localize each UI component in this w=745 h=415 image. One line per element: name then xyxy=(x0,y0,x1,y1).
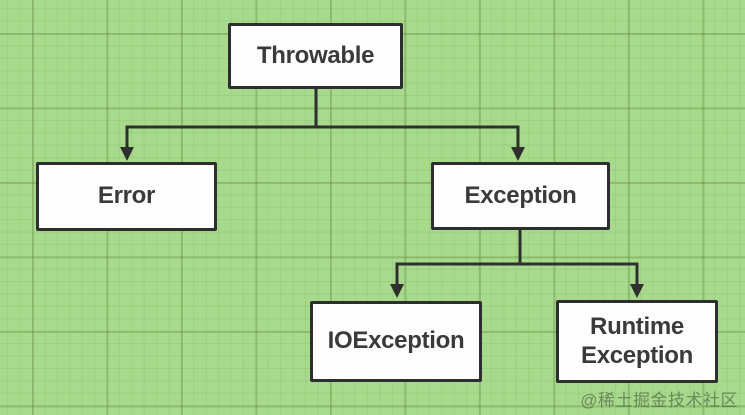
edge-exception-children xyxy=(395,230,639,285)
arrow-down-icon xyxy=(511,147,525,161)
node-runtime-exception: Runtime Exception xyxy=(556,300,718,383)
arrow-down-icon xyxy=(120,147,134,161)
node-ioexception: IOException xyxy=(310,301,482,382)
node-label: Throwable xyxy=(256,41,375,69)
node-exception: Exception xyxy=(431,162,610,230)
node-label: IOException xyxy=(327,327,465,355)
node-label: Runtime Exception xyxy=(581,313,693,369)
node-label: Exception xyxy=(464,181,577,209)
watermark: @稀土掘金技术社区 xyxy=(580,391,738,410)
arrow-down-icon xyxy=(390,284,404,298)
node-error: Error xyxy=(36,162,217,231)
node-throwable: Throwable xyxy=(228,23,403,89)
arrow-down-icon xyxy=(630,284,644,298)
node-label: Error xyxy=(97,182,156,210)
edge-throwable-children xyxy=(125,89,520,148)
